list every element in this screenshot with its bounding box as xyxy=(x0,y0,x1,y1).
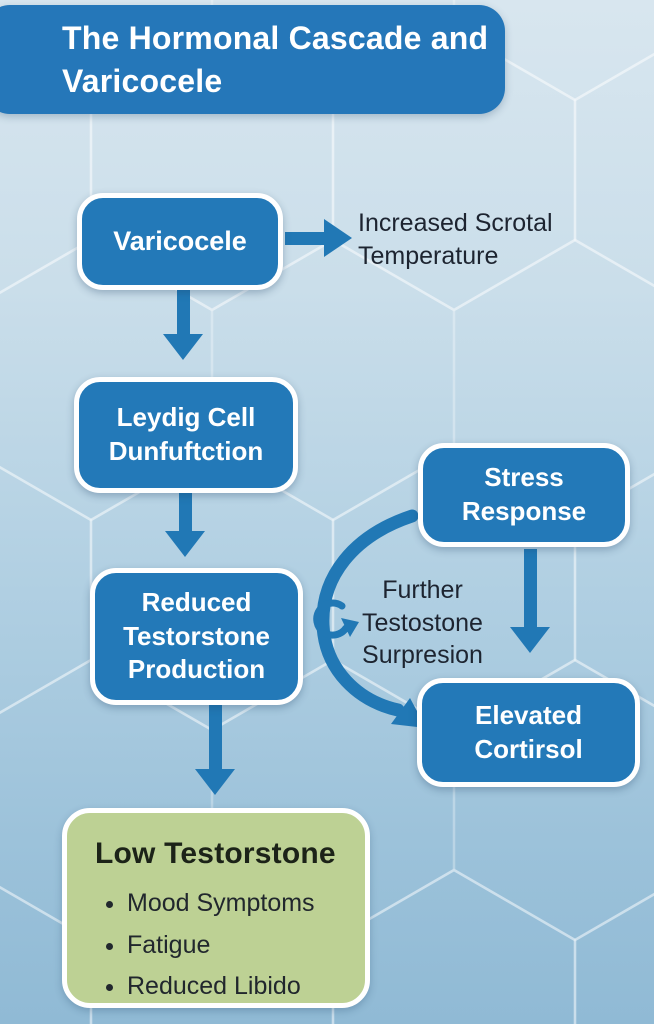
node-stress-response: Stress Response xyxy=(418,443,630,547)
outcome-bullet-libido: Reduced Libido xyxy=(127,970,349,1003)
outcome-bullet-fatigue: Fatigue xyxy=(127,929,349,962)
arrow-right-icon xyxy=(285,219,352,257)
note-further-testosterone-suppression: Further Testostone Surpresion xyxy=(362,576,483,669)
node-stress-label: Stress Response xyxy=(461,462,587,526)
arrow-shaft xyxy=(523,549,537,627)
arrow-head xyxy=(195,769,235,795)
arrow-shaft xyxy=(208,703,222,769)
arrow-head xyxy=(324,219,352,257)
node-elevated-cortisol: Elevated Cortirsol xyxy=(417,678,640,787)
arrow-head xyxy=(510,627,550,653)
page-title-line-2: Varicocele xyxy=(62,62,223,99)
title-bar: The Hormonal Cascade and Varicocele xyxy=(0,5,505,114)
node-leydig-label: Leydig Cell Dunfuftction xyxy=(108,402,264,466)
arrow-head xyxy=(165,531,205,557)
arrow-head xyxy=(163,334,203,360)
arrow-shaft xyxy=(178,491,192,531)
outcome-box-low-testosterone: Low Testorstone Mood Symptoms Fatigue Re… xyxy=(62,808,370,1008)
page-title-line-1: The Hormonal Cascade and xyxy=(62,20,489,57)
outcome-bullet-list: Mood Symptoms Fatigue Reduced Libido xyxy=(95,887,349,1003)
note-increased-scrotal-temperature: Increased Scrotal Temperature xyxy=(358,209,553,270)
arrow-down-icon-stress-to-cortisol xyxy=(510,549,550,653)
node-cortisol-label: Elevated Cortirsol xyxy=(474,699,583,764)
outcome-bullet-mood: Mood Symptoms xyxy=(127,887,349,920)
node-leydig-cell: Leydig Cell Dunfuftction xyxy=(74,377,298,493)
arrow-shaft xyxy=(176,288,190,334)
node-reduced-label: Reduced Testorstone Production xyxy=(123,586,270,685)
arrow-down-icon-leydig-to-reduced xyxy=(165,491,205,557)
node-varicocele: Varicocele xyxy=(77,193,283,290)
arrow-down-icon-reduced-to-outcome xyxy=(195,703,235,795)
arrow-shaft xyxy=(285,231,324,245)
node-reduced-testosterone: Reduced Testorstone Production xyxy=(90,568,303,705)
node-varicocele-label: Varicocele xyxy=(113,225,247,256)
arrow-down-icon-varicocele-to-leydig xyxy=(163,288,203,360)
page-title: The Hormonal Cascade and Varicocele xyxy=(62,17,505,101)
outcome-title: Low Testorstone xyxy=(95,837,336,870)
